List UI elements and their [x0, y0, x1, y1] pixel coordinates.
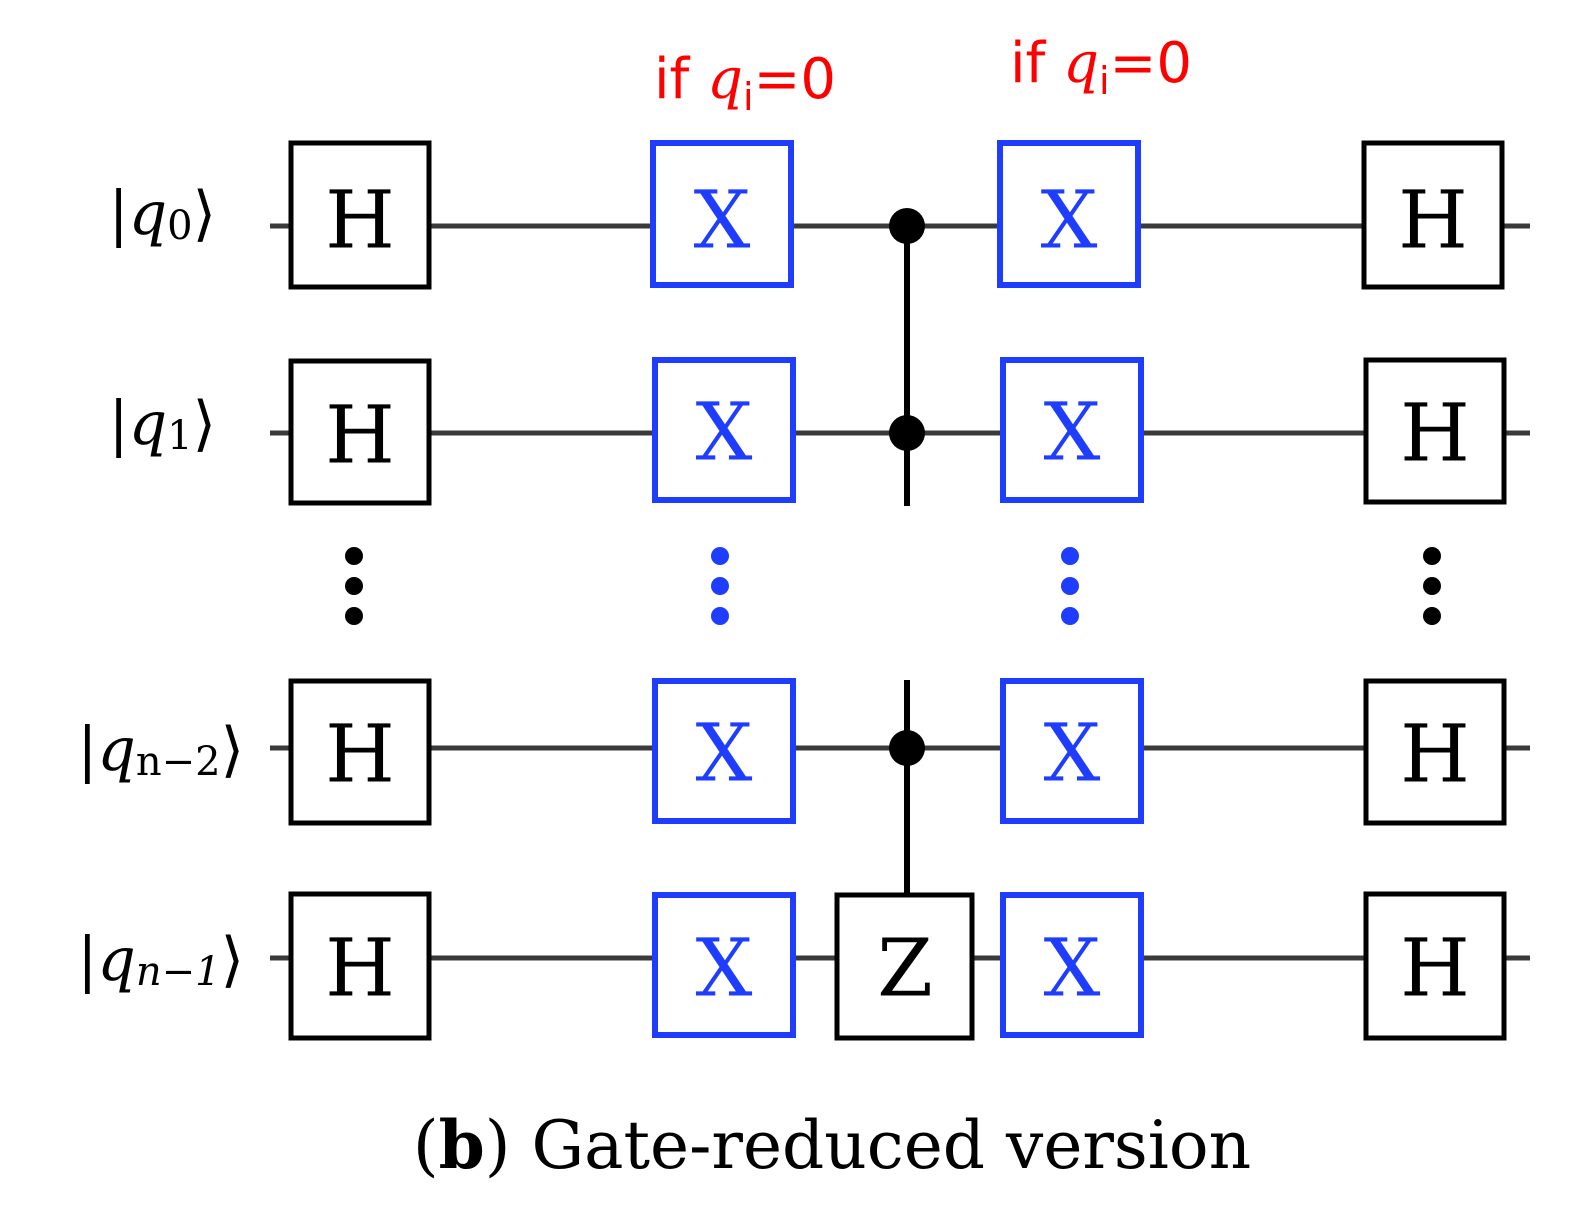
x-gate-q1-first	[652, 357, 796, 503]
x-gate-q1-second	[1000, 357, 1144, 503]
ellipsis-dot	[1061, 607, 1079, 625]
h-gate-q1-right	[1363, 357, 1507, 505]
ellipsis-dot	[711, 577, 729, 595]
h-gate-label: H	[1400, 922, 1470, 1015]
x-gate-qn-minus-1-first	[652, 892, 796, 1038]
h-gate-qn-minus-2-right	[1363, 678, 1507, 826]
x-gate-label: X	[696, 922, 753, 1015]
conditional-x-column-second: X X X X	[997, 140, 1144, 1038]
qubit-label-q1: |q1⟩	[108, 389, 216, 459]
ellipsis-dot	[711, 547, 729, 565]
ellipsis-dot	[345, 607, 363, 625]
x-gate-label: X	[696, 707, 753, 800]
h-gate-label: H	[1400, 708, 1470, 801]
hadamard-column-left: H H H H	[288, 140, 432, 1041]
h-gate-qn-minus-1-left	[288, 891, 432, 1041]
h-gate-label: H	[1398, 174, 1468, 267]
h-gate-label: H	[325, 174, 395, 267]
h-gate-qn-minus-2-left	[288, 678, 432, 826]
x-gate-label: X	[1041, 174, 1098, 267]
ellipsis-dot	[345, 547, 363, 565]
h-gate-q1-left	[288, 358, 432, 506]
condition-label-second-x-column: if qi=0	[1010, 31, 1192, 103]
x-gate-qn-minus-2-second	[1000, 678, 1144, 824]
h-gate-q0-right	[1361, 140, 1505, 290]
control-dot-qn-minus-2	[889, 730, 925, 766]
ellipsis-dot	[711, 607, 729, 625]
qubit-wires	[270, 223, 1530, 961]
h-gate-label: H	[325, 708, 395, 801]
ellipsis-dot	[1061, 577, 1079, 595]
ellipsis-dot	[1423, 577, 1441, 595]
z-gate-qn-minus-1	[834, 892, 975, 1041]
ellipsis-dot	[1061, 547, 1079, 565]
control-dot-q0	[889, 208, 925, 244]
x-gate-q0-first	[650, 140, 794, 288]
x-gate-label: X	[1044, 707, 1101, 800]
qubit-label-q0: |q0⟩	[108, 179, 216, 249]
control-dot-q1	[889, 415, 925, 451]
figure-caption: (b) Gate-reduced version	[413, 1106, 1251, 1184]
condition-label-first-x-column: if qi=0	[654, 47, 836, 119]
x-gate-label: X	[694, 174, 751, 267]
ellipsis-dot	[1423, 607, 1441, 625]
x-gate-qn-minus-2-first	[652, 678, 796, 824]
x-gate-label: X	[696, 386, 753, 479]
hadamard-column-right: H H H H	[1361, 140, 1507, 1041]
z-gate-label: Z	[877, 922, 933, 1015]
x-gate-label: X	[1044, 386, 1101, 479]
h-gate-label: H	[325, 389, 395, 482]
qubit-label-qn-minus-1: |qn−1⟩	[77, 925, 244, 995]
conditional-x-column-first: X X X X	[650, 140, 796, 1038]
qubit-label-qn-minus-2: |qn−2⟩	[77, 715, 244, 785]
ellipsis-dot	[345, 577, 363, 595]
h-gate-q0-left	[288, 140, 432, 290]
x-gate-label: X	[1044, 922, 1101, 1015]
h-gate-label: H	[1400, 387, 1470, 480]
h-gate-label: H	[325, 922, 395, 1015]
x-gate-q0-second	[997, 140, 1141, 288]
h-gate-qn-minus-1-right	[1363, 891, 1507, 1041]
x-gate-qn-minus-1-second	[1000, 892, 1144, 1038]
ellipsis-dot	[1423, 547, 1441, 565]
